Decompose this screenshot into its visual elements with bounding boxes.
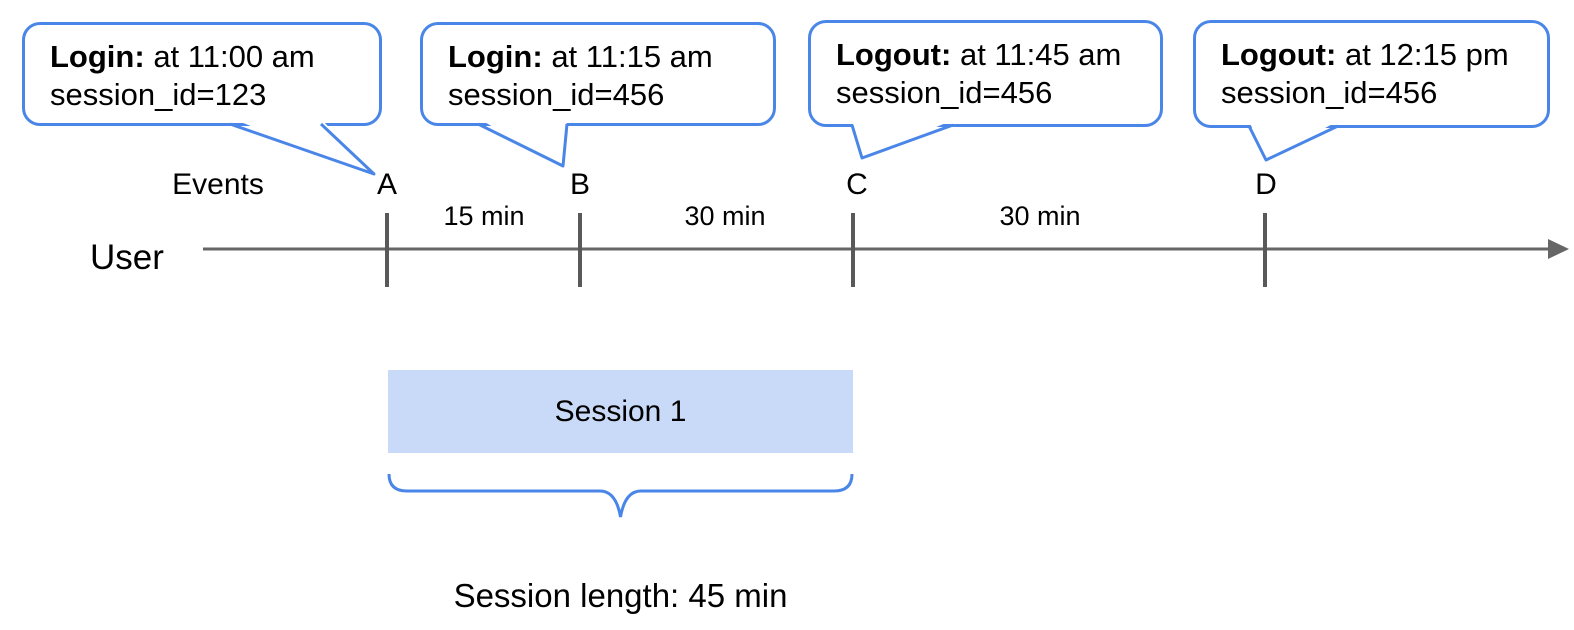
- callout-event-name: Login:: [50, 39, 145, 74]
- callout-session-id: session_id=456: [1221, 75, 1438, 110]
- event-point-b: B: [569, 168, 590, 201]
- events-axis-label: Events: [172, 168, 264, 201]
- callout-event-time: at 12:15 pm: [1344, 37, 1509, 72]
- event-point-c: C: [846, 168, 868, 201]
- event-point-a: A: [376, 168, 397, 201]
- callout-tail-c: [850, 120, 954, 160]
- callout-tail-b: [477, 119, 569, 168]
- session-bar: Session 1: [388, 370, 853, 453]
- callout-session-id: session_id=456: [836, 75, 1053, 110]
- interval-label-bc: 30 min: [684, 201, 766, 231]
- callout-event-name: Logout:: [1221, 37, 1337, 72]
- callout-login-a: Login: at 11:00 am session_id=123: [22, 22, 382, 126]
- callout-login-b: Login: at 11:15 am session_id=456: [420, 22, 776, 126]
- callout-tail-a: [229, 119, 376, 176]
- interval-label-cd: 30 min: [999, 201, 1081, 231]
- callout-tail-d: [1247, 121, 1339, 162]
- callout-event-time: at 11:15 am: [551, 39, 713, 74]
- interval-label-ab: 15 min: [443, 201, 525, 231]
- callout-event-name: Login:: [448, 39, 543, 74]
- timeline-arrowhead-icon: [1548, 239, 1569, 259]
- session-brace: [387, 473, 854, 518]
- callout-session-id: session_id=456: [448, 77, 665, 112]
- session-length-label: Session length: 45 min: [453, 577, 788, 614]
- user-axis-label: User: [90, 238, 164, 277]
- callout-logout-d: Logout: at 12:15 pm session_id=456: [1193, 20, 1550, 128]
- session-bar-label: Session 1: [554, 394, 687, 428]
- callout-event-time: at 11:45 am: [959, 37, 1122, 72]
- callout-event-name: Logout:: [836, 37, 952, 72]
- event-point-d: D: [1255, 168, 1277, 201]
- callout-session-id: session_id=123: [50, 77, 267, 112]
- callout-logout-c: Logout: at 11:45 am session_id=456: [808, 20, 1163, 127]
- callout-event-time: at 11:00 am: [153, 39, 315, 74]
